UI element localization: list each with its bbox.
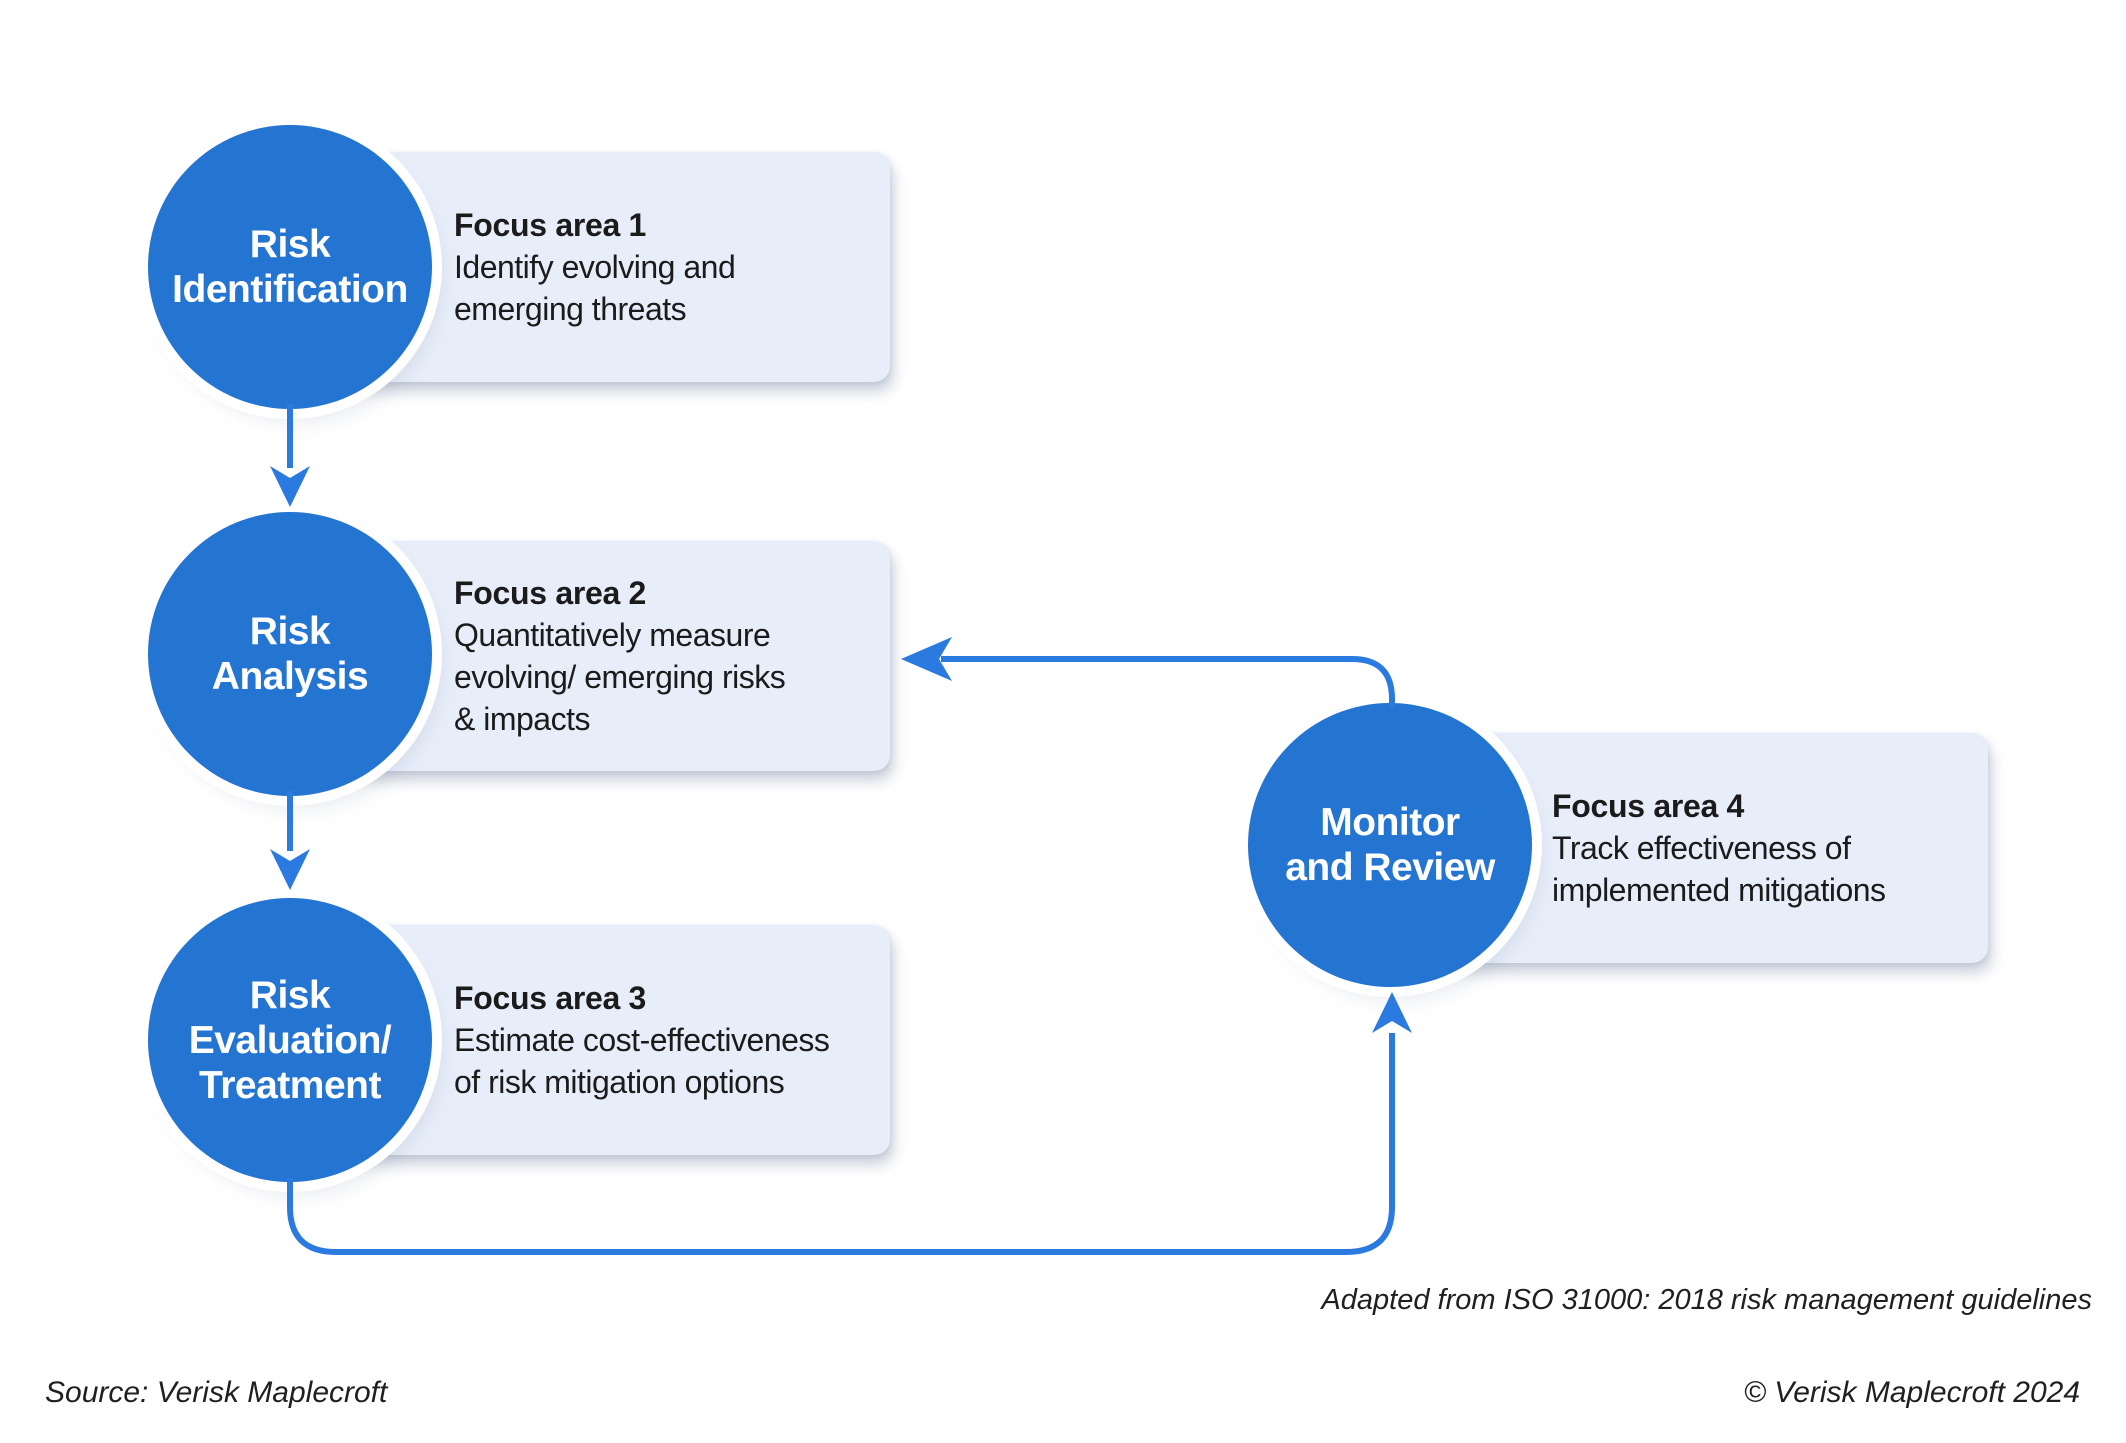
- stage-label-line: Identification: [172, 268, 408, 311]
- arrow-monitor-to-analysis: [901, 637, 1395, 708]
- stage-label-line: Monitor: [1320, 801, 1460, 844]
- arrow-identification-to-analysis: [270, 404, 310, 507]
- focus-area-2-line: Quantitatively measure: [454, 617, 771, 653]
- copyright-credit: © Verisk Maplecroft 2024: [1743, 1376, 2080, 1409]
- focus-area-1-box: Focus area 1 Identify evolving and emerg…: [350, 152, 890, 382]
- stage-circle-risk-evaluation-treatment: Risk Evaluation/ Treatment: [148, 898, 432, 1182]
- focus-area-3-title: Focus area 3: [454, 980, 647, 1016]
- stage-label-line: Risk: [249, 223, 331, 266]
- stage-circle-risk-identification: Risk Identification: [148, 125, 432, 409]
- focus-area-3-line: Estimate cost-effectiveness: [454, 1022, 830, 1058]
- focus-area-3-line: of risk mitigation options: [454, 1064, 785, 1100]
- stage-label-line: Analysis: [211, 655, 369, 698]
- stage-label-line: Treatment: [199, 1063, 381, 1107]
- stage-label-line: Risk: [249, 973, 331, 1017]
- source-credit: Source: Verisk Maplecroft: [45, 1376, 388, 1409]
- arrow-analysis-to-evaluation: [270, 791, 310, 890]
- focus-area-1-title: Focus area 1: [454, 207, 647, 243]
- focus-area-4-line: implemented mitigations: [1552, 872, 1886, 908]
- focus-area-2-line: evolving/ emerging risks: [454, 659, 786, 695]
- focus-area-4-box: Focus area 4 Track effectiveness of impl…: [1448, 733, 1988, 963]
- focus-area-4-line: Track effectiveness of: [1552, 830, 1851, 866]
- focus-area-1-line: emerging threats: [454, 291, 687, 327]
- stage-circle-risk-analysis: Risk Analysis: [148, 512, 432, 796]
- stage-label-line: Evaluation/: [188, 1018, 392, 1062]
- stage-label-line: and Review: [1285, 846, 1495, 889]
- focus-area-4-title: Focus area 4: [1552, 788, 1745, 824]
- stage-label-line: Risk: [249, 610, 331, 653]
- adapted-note: Adapted from ISO 31000: 2018 risk manage…: [1321, 1284, 2092, 1316]
- focus-area-2-title: Focus area 2: [454, 575, 647, 611]
- stage-circle-monitor-and-review: Monitor and Review: [1248, 703, 1532, 987]
- focus-area-2-line: & impacts: [454, 701, 590, 737]
- focus-area-1-line: Identify evolving and: [454, 249, 736, 285]
- focus-area-2-box: Focus area 2 Quantitatively measure evol…: [350, 541, 890, 771]
